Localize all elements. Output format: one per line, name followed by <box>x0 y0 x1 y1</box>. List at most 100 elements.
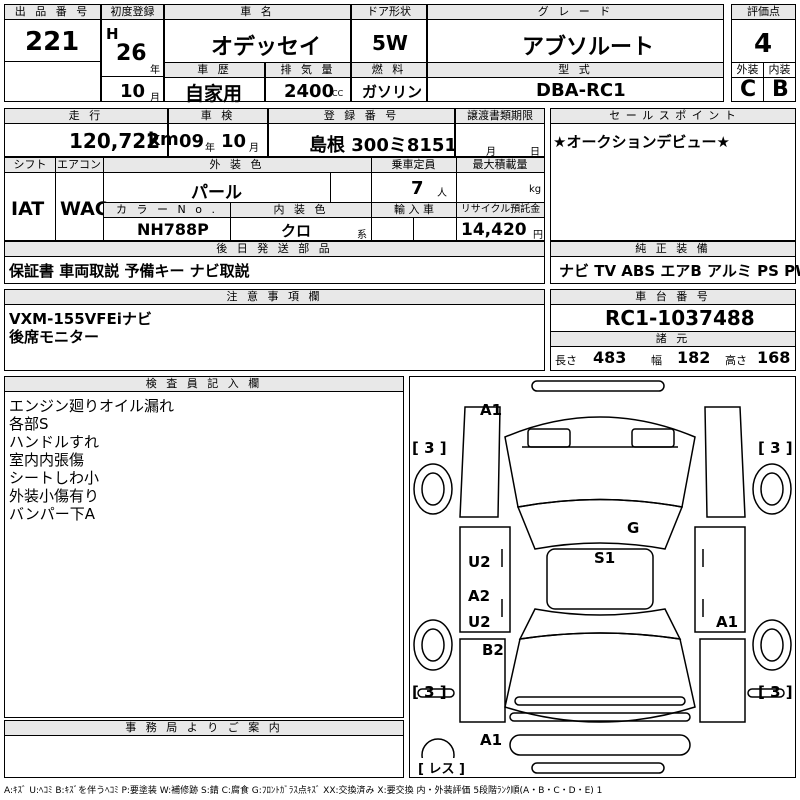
fuel-cell: 燃 料 ガソリン <box>351 62 427 102</box>
displacement-unit: CC <box>332 89 344 98</box>
inspector-note-4: 室内内張傷 <box>9 451 85 469</box>
inspector-note-5: シートしわ小 <box>9 469 100 487</box>
max-load-header: 最大積載量 <box>456 158 544 173</box>
exterior-header: 外装 <box>732 63 763 78</box>
office-notice-cell: 事 務 局 よ り ご 案 内 <box>4 720 404 778</box>
left-rear-tire-mark: [ 3 ] <box>412 683 447 701</box>
car-name-header: 車 名 <box>165 5 350 20</box>
lot-number-cell: 出 品 番 号 221 <box>4 4 101 102</box>
registration-number-header: 登 録 番 号 <box>269 109 454 124</box>
interior-color-header: 内 装 色 <box>231 203 371 218</box>
left-front-tire-mark: [ 3 ] <box>412 439 447 457</box>
first-reg-year-unit: 年 <box>150 65 160 76</box>
era-mark: H <box>106 25 119 43</box>
fuel: ガソリン <box>362 83 423 101</box>
mileage-header: 走 行 <box>5 109 167 124</box>
notes-header: 注 意 事 項 欄 <box>5 290 544 305</box>
score: 4 <box>754 29 773 59</box>
transfer-deadline-cell: 譲渡書類期限 月 日 <box>455 108 545 158</box>
interior-color-unit: 系 <box>357 230 367 241</box>
length-value: 483 <box>593 348 627 367</box>
height-value: 168 <box>757 348 791 367</box>
aircon-header: エアコン <box>55 158 103 173</box>
car-outline-drawing <box>413 380 792 774</box>
inspector-note-6: 外装小傷有り <box>9 487 100 505</box>
left-quarter-mark: B2 <box>482 641 504 659</box>
grade: アブソルート <box>522 35 655 60</box>
first-registration-header: 初度登録 <box>102 5 163 20</box>
color-header: 外 装 色 <box>103 158 371 173</box>
door-header: ドア形状 <box>352 5 426 20</box>
front-bumper-mark: A1 <box>480 401 503 419</box>
later-parts-cell: 後 日 発 送 部 品 保証書 車両取説 予備キー ナビ取説 <box>4 241 545 284</box>
spare-tire-mark: [ レス ] <box>418 758 465 777</box>
inspector-notes-cell: 検 査 員 記 入 欄 エンジン廻りオイル漏れ 各部S ハンドルすれ 室内内張傷… <box>4 376 404 718</box>
rear-bumper-mark: A1 <box>480 731 503 749</box>
first-registration-cell: 初度登録 H 26 年 10 月 <box>101 4 164 104</box>
inspector-note-7: バンパー下A <box>9 505 96 523</box>
car-name-cell: 車 名 オデッセイ <box>164 4 351 63</box>
exterior-score-cell: 外装 C <box>731 62 764 102</box>
model-header: 型 式 <box>428 63 723 78</box>
left-front-door-mark: U2 <box>468 553 491 571</box>
later-parts: 保証書 車両取説 予備キー ナビ取説 <box>9 262 250 280</box>
grade-cell: グ レ ー ド アブソルート <box>427 4 724 63</box>
sales-point-cell: セ ー ル ス ポ イ ン ト ★オークションデビュー★ <box>550 108 796 241</box>
inspection-year: 09 <box>179 131 205 152</box>
shift-header: シフト <box>5 158 55 173</box>
displacement: 2400 <box>284 81 335 102</box>
import-header: 輸 入 車 <box>372 203 456 218</box>
door-cell: ドア形状 5W <box>351 4 427 63</box>
inspector-note-1: エンジン廻りオイル漏れ <box>9 397 175 415</box>
notes-cell: 注 意 事 項 欄 VXM-155VFEiナビ 後席モニター <box>4 289 545 371</box>
recycle-unit: 円 <box>533 230 543 241</box>
left-rear-door-u-mark: U2 <box>468 613 491 631</box>
lot-number: 221 <box>25 27 80 57</box>
color-no-header: カ ラ ー N o . <box>104 203 230 218</box>
score-cell: 評価点 4 <box>731 4 796 63</box>
interior-score-cell: 内装 B <box>763 62 796 102</box>
shift: IAT <box>11 198 45 220</box>
first-reg-month: 10 <box>120 81 146 102</box>
max-load-unit: kg <box>529 184 542 195</box>
history-header: 車 歴 <box>165 63 264 78</box>
inspection-month: 10 <box>221 131 247 152</box>
genuine-equipment-header: 純 正 装 備 <box>551 242 795 257</box>
interior-header: 内装 <box>764 63 795 78</box>
sales-point: ★オークションデビュー★ <box>553 133 730 151</box>
recycle-header: リサイクル預託金 <box>457 203 544 218</box>
sales-point-header: セ ー ル ス ポ イ ン ト <box>551 109 795 124</box>
width-label: 幅 <box>651 354 662 367</box>
first-reg-year: 26 <box>116 41 147 66</box>
mileage-cell: 走 行 120,722 km <box>4 108 179 157</box>
transfer-day-unit: 日 <box>530 147 540 158</box>
registration-number: 島根 300ミ8151 <box>309 135 457 156</box>
car-diagram: A1 [ 3 ] [ 3 ] G S1 U2 A2 U2 A1 B2 [ 3 ]… <box>409 376 796 778</box>
chassis-number-header: 車 台 番 号 <box>551 290 795 305</box>
mileage: 120,722 <box>69 129 161 153</box>
registration-number-cell: 登 録 番 号 島根 300ミ8151 <box>268 108 457 157</box>
office-notice-header: 事 務 局 よ り ご 案 内 <box>5 721 403 736</box>
model-code: DBA-RC1 <box>536 80 626 101</box>
spec-block: シフト エアコン 外 装 色 乗車定員 最大積載量 IAT WAC パール 7 … <box>4 157 545 241</box>
interior-score: B <box>772 77 789 102</box>
grade-header: グ レ ー ド <box>428 5 723 20</box>
right-quarter-mark: A1 <box>716 613 739 631</box>
displacement-cell: 排 気 量 2400 CC <box>265 62 351 102</box>
fuel-header: 燃 料 <box>352 63 426 78</box>
chassis-number-cell: 車 台 番 号 RC1-1037488 諸 元 長さ 483 幅 182 高さ … <box>550 289 796 371</box>
transfer-deadline-header: 譲渡書類期限 <box>456 109 544 124</box>
right-front-tire-mark: [ 3 ] <box>758 439 793 457</box>
height-label: 高さ <box>725 354 747 367</box>
exterior-score: C <box>740 77 757 102</box>
interior-color: クロ <box>281 222 312 240</box>
roof-mark: S1 <box>594 549 616 567</box>
color-number: NH788P <box>137 220 209 239</box>
history-cell: 車 歴 自家用 <box>164 62 265 105</box>
capacity-header: 乗車定員 <box>371 158 456 173</box>
history: 自家用 <box>185 83 243 105</box>
later-parts-header: 後 日 発 送 部 品 <box>5 242 544 257</box>
dimensions-header: 諸 元 <box>551 332 795 347</box>
model-cell: 型 式 DBA-RC1 <box>427 62 724 102</box>
notes-line-2: 後席モニター <box>9 328 100 346</box>
